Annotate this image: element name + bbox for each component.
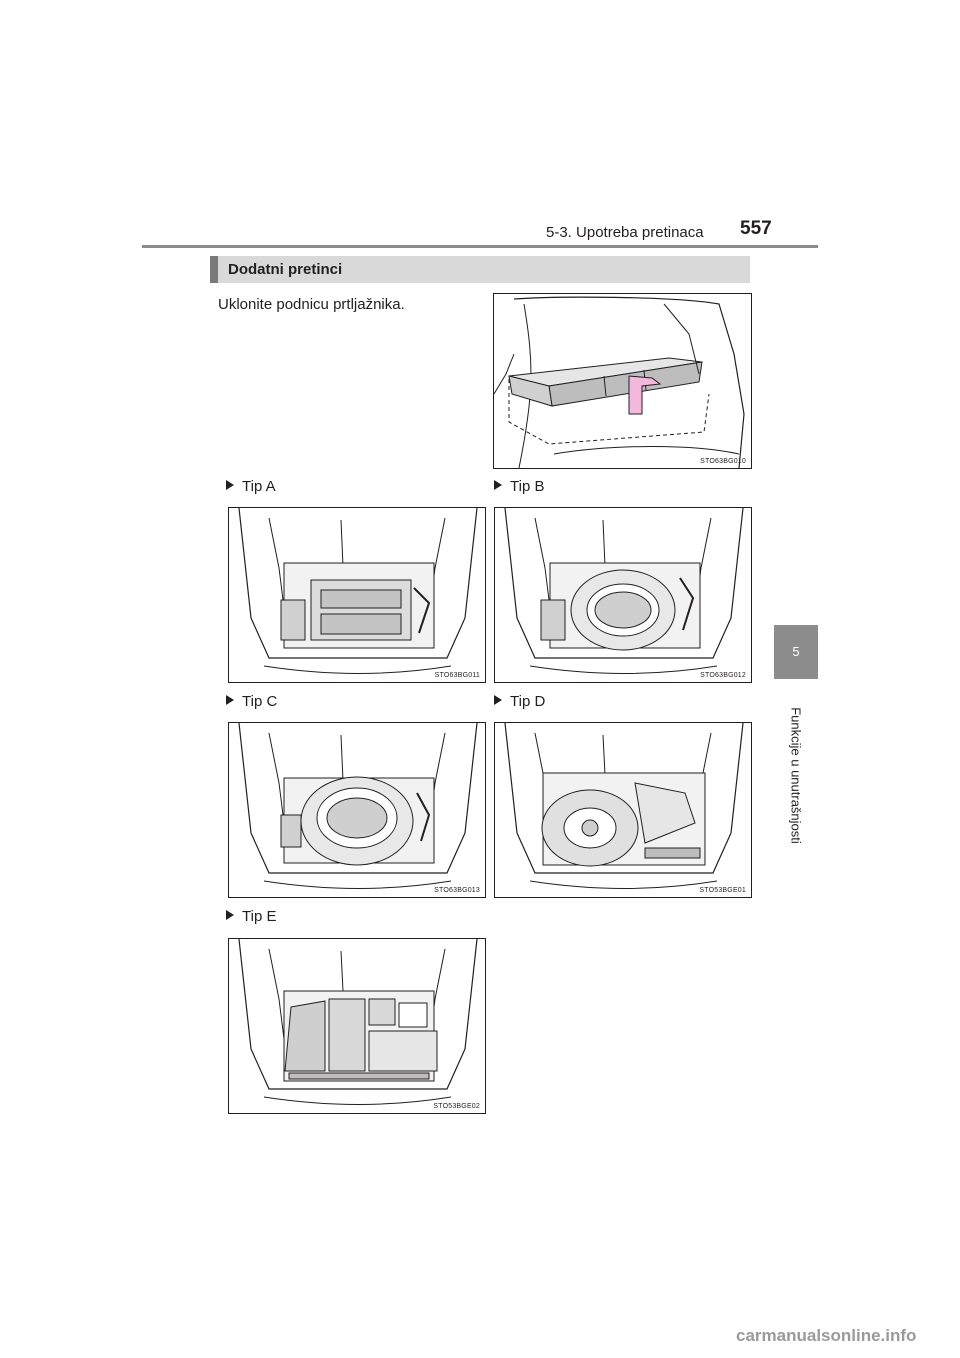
section-heading: Dodatni pretinci bbox=[210, 256, 750, 283]
trunk-tip-d-illustration bbox=[504, 723, 744, 889]
watermark: carmanualsonline.info bbox=[736, 1326, 917, 1345]
triangle-bullet-icon bbox=[226, 480, 234, 490]
header-rule bbox=[142, 245, 818, 248]
section-heading-bar bbox=[210, 256, 218, 283]
trunk-tip-b-illustration bbox=[504, 508, 744, 674]
figure-tip-a: STO63BG011 bbox=[228, 507, 486, 683]
figure-tip-c: STO63BG013 bbox=[228, 722, 486, 898]
figure-tip-d: STO53BGE01 bbox=[494, 722, 752, 898]
tip-a-label: Tip A bbox=[226, 478, 276, 495]
figure-remove-deck-board: STO63BG010 bbox=[493, 293, 752, 469]
trunk-tip-a-illustration bbox=[238, 508, 478, 674]
page-number: 557 bbox=[740, 218, 772, 239]
section-heading-text: Dodatni pretinci bbox=[228, 261, 343, 278]
triangle-bullet-icon bbox=[494, 695, 502, 705]
tip-c-label: Tip C bbox=[226, 693, 277, 710]
tip-b-label: Tip B bbox=[494, 478, 544, 495]
tip-e-label: Tip E bbox=[226, 908, 276, 925]
chapter-tab: 5 bbox=[774, 625, 818, 679]
triangle-bullet-icon bbox=[226, 910, 234, 920]
chapter-number: 5 bbox=[792, 644, 800, 659]
figure-code: STO53BGE02 bbox=[433, 1103, 480, 1110]
chapter-title: Funkcije u unutrašnjosti bbox=[788, 707, 804, 844]
figure-code: STO63BG010 bbox=[700, 458, 746, 465]
trunk-tip-c-illustration bbox=[238, 723, 478, 889]
figure-code: STO53BGE01 bbox=[699, 887, 746, 894]
chapter-title-vertical: Funkcije u unutrašnjosti bbox=[786, 690, 806, 860]
figure-tip-e: STO53BGE02 bbox=[228, 938, 486, 1114]
figure-code: STO63BG013 bbox=[434, 887, 480, 894]
instruction-text: Uklonite podnicu prtljažnika. bbox=[218, 296, 405, 313]
trunk-deck-illustration bbox=[494, 296, 745, 468]
tip-d-label: Tip D bbox=[494, 693, 545, 710]
figure-code: STO63BG011 bbox=[434, 672, 480, 679]
triangle-bullet-icon bbox=[226, 695, 234, 705]
triangle-bullet-icon bbox=[494, 480, 502, 490]
running-header-title: 5-3. Upotreba pretinaca bbox=[546, 224, 704, 241]
figure-tip-b: STO63BG012 bbox=[494, 507, 752, 683]
trunk-tip-e-illustration bbox=[238, 939, 478, 1105]
figure-code: STO63BG012 bbox=[700, 672, 746, 679]
